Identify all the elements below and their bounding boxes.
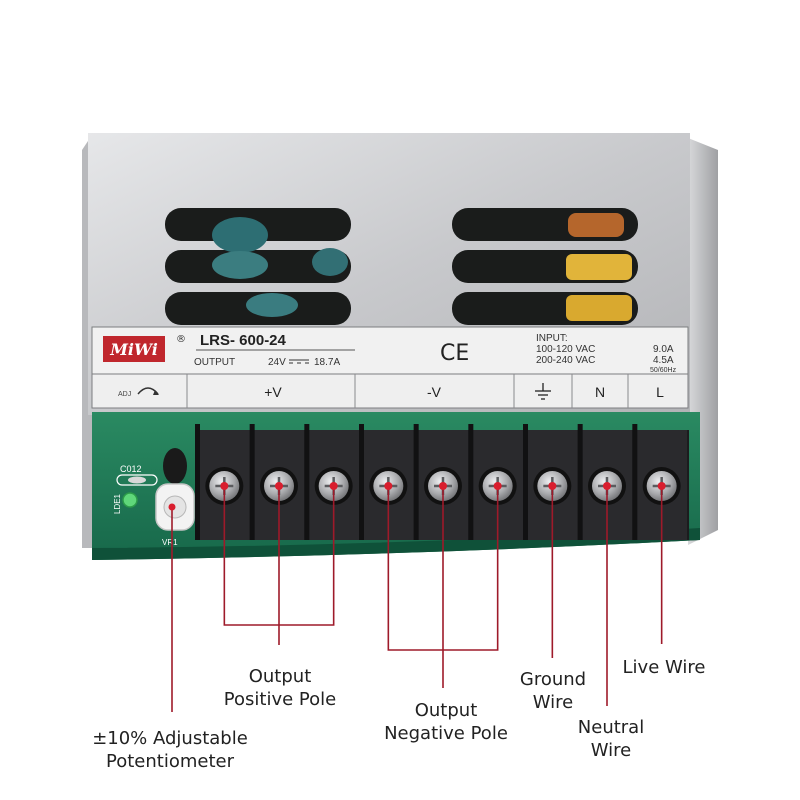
model-number: LRS- 600-24: [200, 332, 287, 349]
input-range-1: 100-120 VAC: [536, 344, 595, 355]
capacitor-ref: C012: [120, 464, 142, 474]
callout-neutral-line1: Neutral: [577, 717, 645, 738]
callout-negative-pole: Output Negative Pole: [376, 699, 516, 745]
input-current-2: 4.5A: [653, 355, 674, 366]
leader-lines: [171, 486, 663, 712]
marker-dot: [439, 482, 447, 490]
marker-dot: [603, 482, 611, 490]
terminal-separator: [359, 424, 364, 540]
terminal-plus-v: +V: [264, 384, 282, 400]
black-component: [163, 448, 187, 484]
marker-dot: [384, 482, 393, 490]
callout-neutral-wire: Neutral Wire: [566, 716, 656, 762]
callout-ground-line1: Ground: [519, 669, 587, 690]
terminal-separator: [249, 424, 255, 540]
leader-positive-pole: [223, 486, 335, 645]
pcb-lower-edge: [92, 528, 700, 560]
marker-dots: [168, 482, 666, 511]
output-voltage: 24V: [268, 357, 286, 368]
marker-dot: [493, 482, 502, 490]
brand-logo: [103, 336, 165, 362]
terminal-separator: [304, 424, 310, 540]
callout-positive-pole: Output Positive Pole: [210, 665, 350, 711]
label-panel: [91, 326, 689, 375]
callout-positive-line1: Output: [248, 666, 312, 687]
status-led: [122, 492, 138, 508]
terminal-cells: [195, 424, 687, 540]
terminal-label-strip: [91, 373, 689, 409]
terminal-l: L: [656, 384, 664, 400]
callout-ground-wire: Ground Wire: [508, 668, 598, 714]
capacitor-outline: [116, 474, 158, 486]
adjust-arrowhead: [153, 390, 159, 395]
terminal-strip-dividers: [186, 374, 629, 408]
marker-dot: [329, 482, 338, 490]
callout-positive-line2: Positive Pole: [223, 689, 337, 710]
pot-ref: VR1: [162, 538, 178, 547]
terminal-separator: [195, 424, 200, 540]
terminal-separator: [523, 424, 528, 540]
terminal-separator: [468, 424, 474, 540]
leader-negative-pole: [387, 486, 499, 688]
brand-logo-text: MiWi: [109, 340, 158, 359]
input-label: INPUT:: [536, 333, 568, 344]
callout-negative-line1: Output: [414, 700, 478, 721]
marker-dot: [657, 482, 666, 490]
marker-dot: [275, 482, 283, 490]
callout-negative-line2: Negative Pole: [384, 723, 508, 744]
callout-live-line1: Live Wire: [622, 657, 706, 678]
input-range-2: 200-240 VAC: [536, 355, 595, 366]
input-current-1: 9.0A: [653, 344, 674, 355]
dc-symbol-icon: [289, 359, 309, 364]
vent-slots-right: [452, 208, 638, 325]
terminal-adj-label: ADJ: [118, 391, 131, 398]
terminal-minus-v: -V: [427, 384, 442, 400]
ground-icon: [535, 383, 551, 400]
capacitor-body: [128, 476, 146, 484]
callout-neutral-line2: Wire: [590, 740, 632, 761]
led-ref: LDE1: [113, 493, 122, 514]
registered-mark: ®: [176, 334, 186, 345]
terminal-separator: [577, 424, 583, 540]
callout-potentiometer: ±10% Adjustable Potentiometer: [90, 727, 250, 773]
vent-slots-left: [165, 208, 351, 325]
output-current: 18.7A: [314, 357, 340, 368]
callout-ground-line2: Wire: [532, 692, 574, 713]
terminal-n: N: [595, 384, 605, 400]
callout-live-wire: Live Wire: [614, 656, 714, 679]
terminal-separator: [632, 424, 638, 540]
callout-potentiometer-line2: Potentiometer: [106, 751, 234, 772]
ce-mark: CE: [440, 341, 469, 366]
terminal-separator: [413, 424, 419, 540]
marker-dot: [220, 482, 229, 490]
marker-dot: [548, 482, 557, 490]
output-label: OUTPUT: [194, 357, 235, 368]
callout-potentiometer-line1: ±10% Adjustable: [92, 728, 248, 749]
input-frequency: 50/60Hz: [650, 367, 677, 374]
marker-dot-potentiometer: [168, 503, 176, 511]
